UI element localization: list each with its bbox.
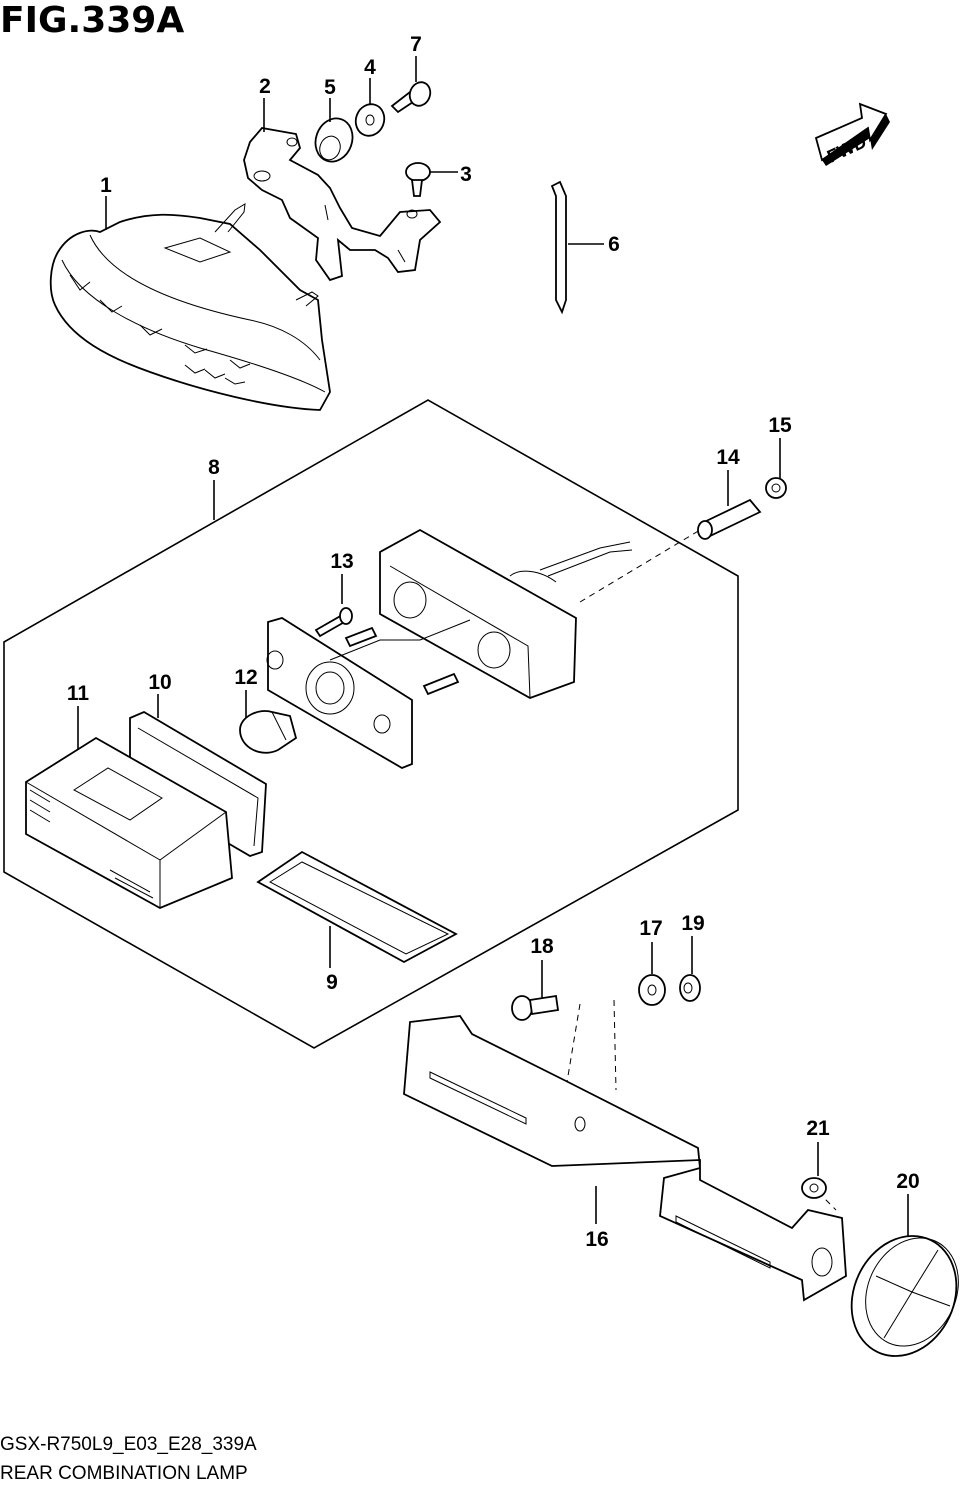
washer-17: [638, 974, 666, 1006]
bulb-12: [239, 710, 298, 754]
lamp-bracket: [243, 127, 442, 282]
callout-5: 5: [324, 76, 336, 99]
lamp-group-outline: [3, 399, 739, 1049]
bolts-13: [314, 607, 460, 696]
callout-20: 20: [896, 1170, 919, 1193]
callout-21: 21: [806, 1117, 830, 1140]
callout-19: 19: [681, 912, 704, 935]
grommet: [314, 117, 354, 163]
socket-plate: [266, 617, 471, 769]
callout-12: 12: [234, 666, 257, 689]
callout-1: 1: [100, 174, 112, 197]
callout-2: 2: [259, 75, 271, 98]
lens-9: [256, 850, 458, 964]
callout-16: 16: [585, 1228, 608, 1251]
spacer-14: [697, 498, 762, 540]
fwd-arrow-icon: FWD: [814, 102, 890, 167]
callout-9: 9: [326, 971, 338, 994]
callout-7: 7: [410, 33, 422, 56]
nut-21: [801, 1177, 827, 1199]
lens-11: [25, 736, 233, 909]
nut-15: [765, 477, 787, 499]
screw-7: [390, 81, 432, 114]
callout-4: 4: [364, 56, 376, 79]
tail-lamp-assembly: [49, 203, 331, 411]
callout-6: 6: [608, 233, 620, 256]
figure-code: GSX-R750L9_E03_E28_339A: [0, 1434, 257, 1455]
callout-3: 3: [460, 163, 472, 186]
screw-3: [405, 162, 431, 197]
callout-17: 17: [639, 917, 662, 940]
nut-19: [679, 974, 701, 1002]
bracket-16: [403, 1015, 847, 1302]
reflector-20: [850, 1235, 959, 1357]
callout-8: 8: [208, 456, 220, 479]
washer-4: [354, 103, 386, 137]
callout-10: 10: [148, 671, 171, 694]
callout-15: 15: [768, 414, 792, 437]
callout-18: 18: [530, 935, 554, 958]
license-lamp-housing: [379, 528, 633, 699]
callout-11: 11: [67, 682, 90, 705]
bolt-18: [511, 994, 560, 1021]
cable-tie: [550, 180, 567, 315]
figure-name: REAR COMBINATION LAMP: [0, 1463, 248, 1484]
callout-14: 14: [716, 446, 740, 469]
callout-13: 13: [330, 550, 353, 573]
figure-title: FIG.339A: [0, 0, 185, 41]
leader-lines: [77, 56, 909, 1236]
